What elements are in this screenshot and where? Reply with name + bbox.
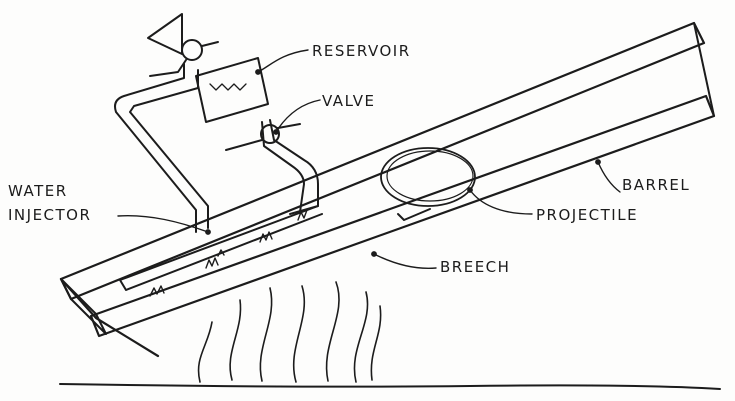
barrel-leader	[597, 161, 621, 193]
projectile-leader	[469, 189, 533, 215]
breech-leader	[373, 253, 437, 270]
breech-corner-outline	[59, 277, 160, 358]
stopcock-handle	[149, 41, 219, 77]
valve-body	[260, 124, 280, 144]
left-pipe-outer	[114, 63, 197, 233]
fire-flames	[197, 281, 382, 383]
breech-end-wall	[60, 278, 107, 335]
valve-leader	[275, 99, 321, 133]
breech-label: BREECH	[440, 258, 510, 276]
valve-handle	[225, 123, 301, 151]
reservoir-label: RESERVOIR	[312, 42, 411, 60]
left-pipe-inner	[129, 69, 209, 229]
water-pipe-inner	[261, 121, 305, 213]
filler-funnel	[147, 13, 183, 55]
water-pipe-outer	[269, 119, 319, 215]
water-spray-marks	[149, 209, 308, 297]
reservoir-water-level	[209, 83, 247, 91]
water-injector-leader	[117, 214, 209, 233]
injector-tube	[119, 205, 323, 291]
barrel-label: BARREL	[622, 176, 690, 194]
bore-ridge	[397, 208, 431, 221]
top-stopcock	[181, 39, 203, 61]
ground-line	[59, 383, 721, 390]
projectile-label: PROJECTILE	[536, 206, 638, 224]
reservoir-leader	[257, 49, 309, 73]
injector-label: INJECTOR	[8, 206, 91, 224]
water-label: WATER	[8, 182, 68, 200]
muzzle-edge	[693, 22, 715, 117]
reservoir-box	[195, 57, 269, 123]
projectile-ball	[380, 147, 476, 207]
valve-label: VALVE	[322, 92, 376, 110]
leader-lines	[117, 49, 621, 270]
